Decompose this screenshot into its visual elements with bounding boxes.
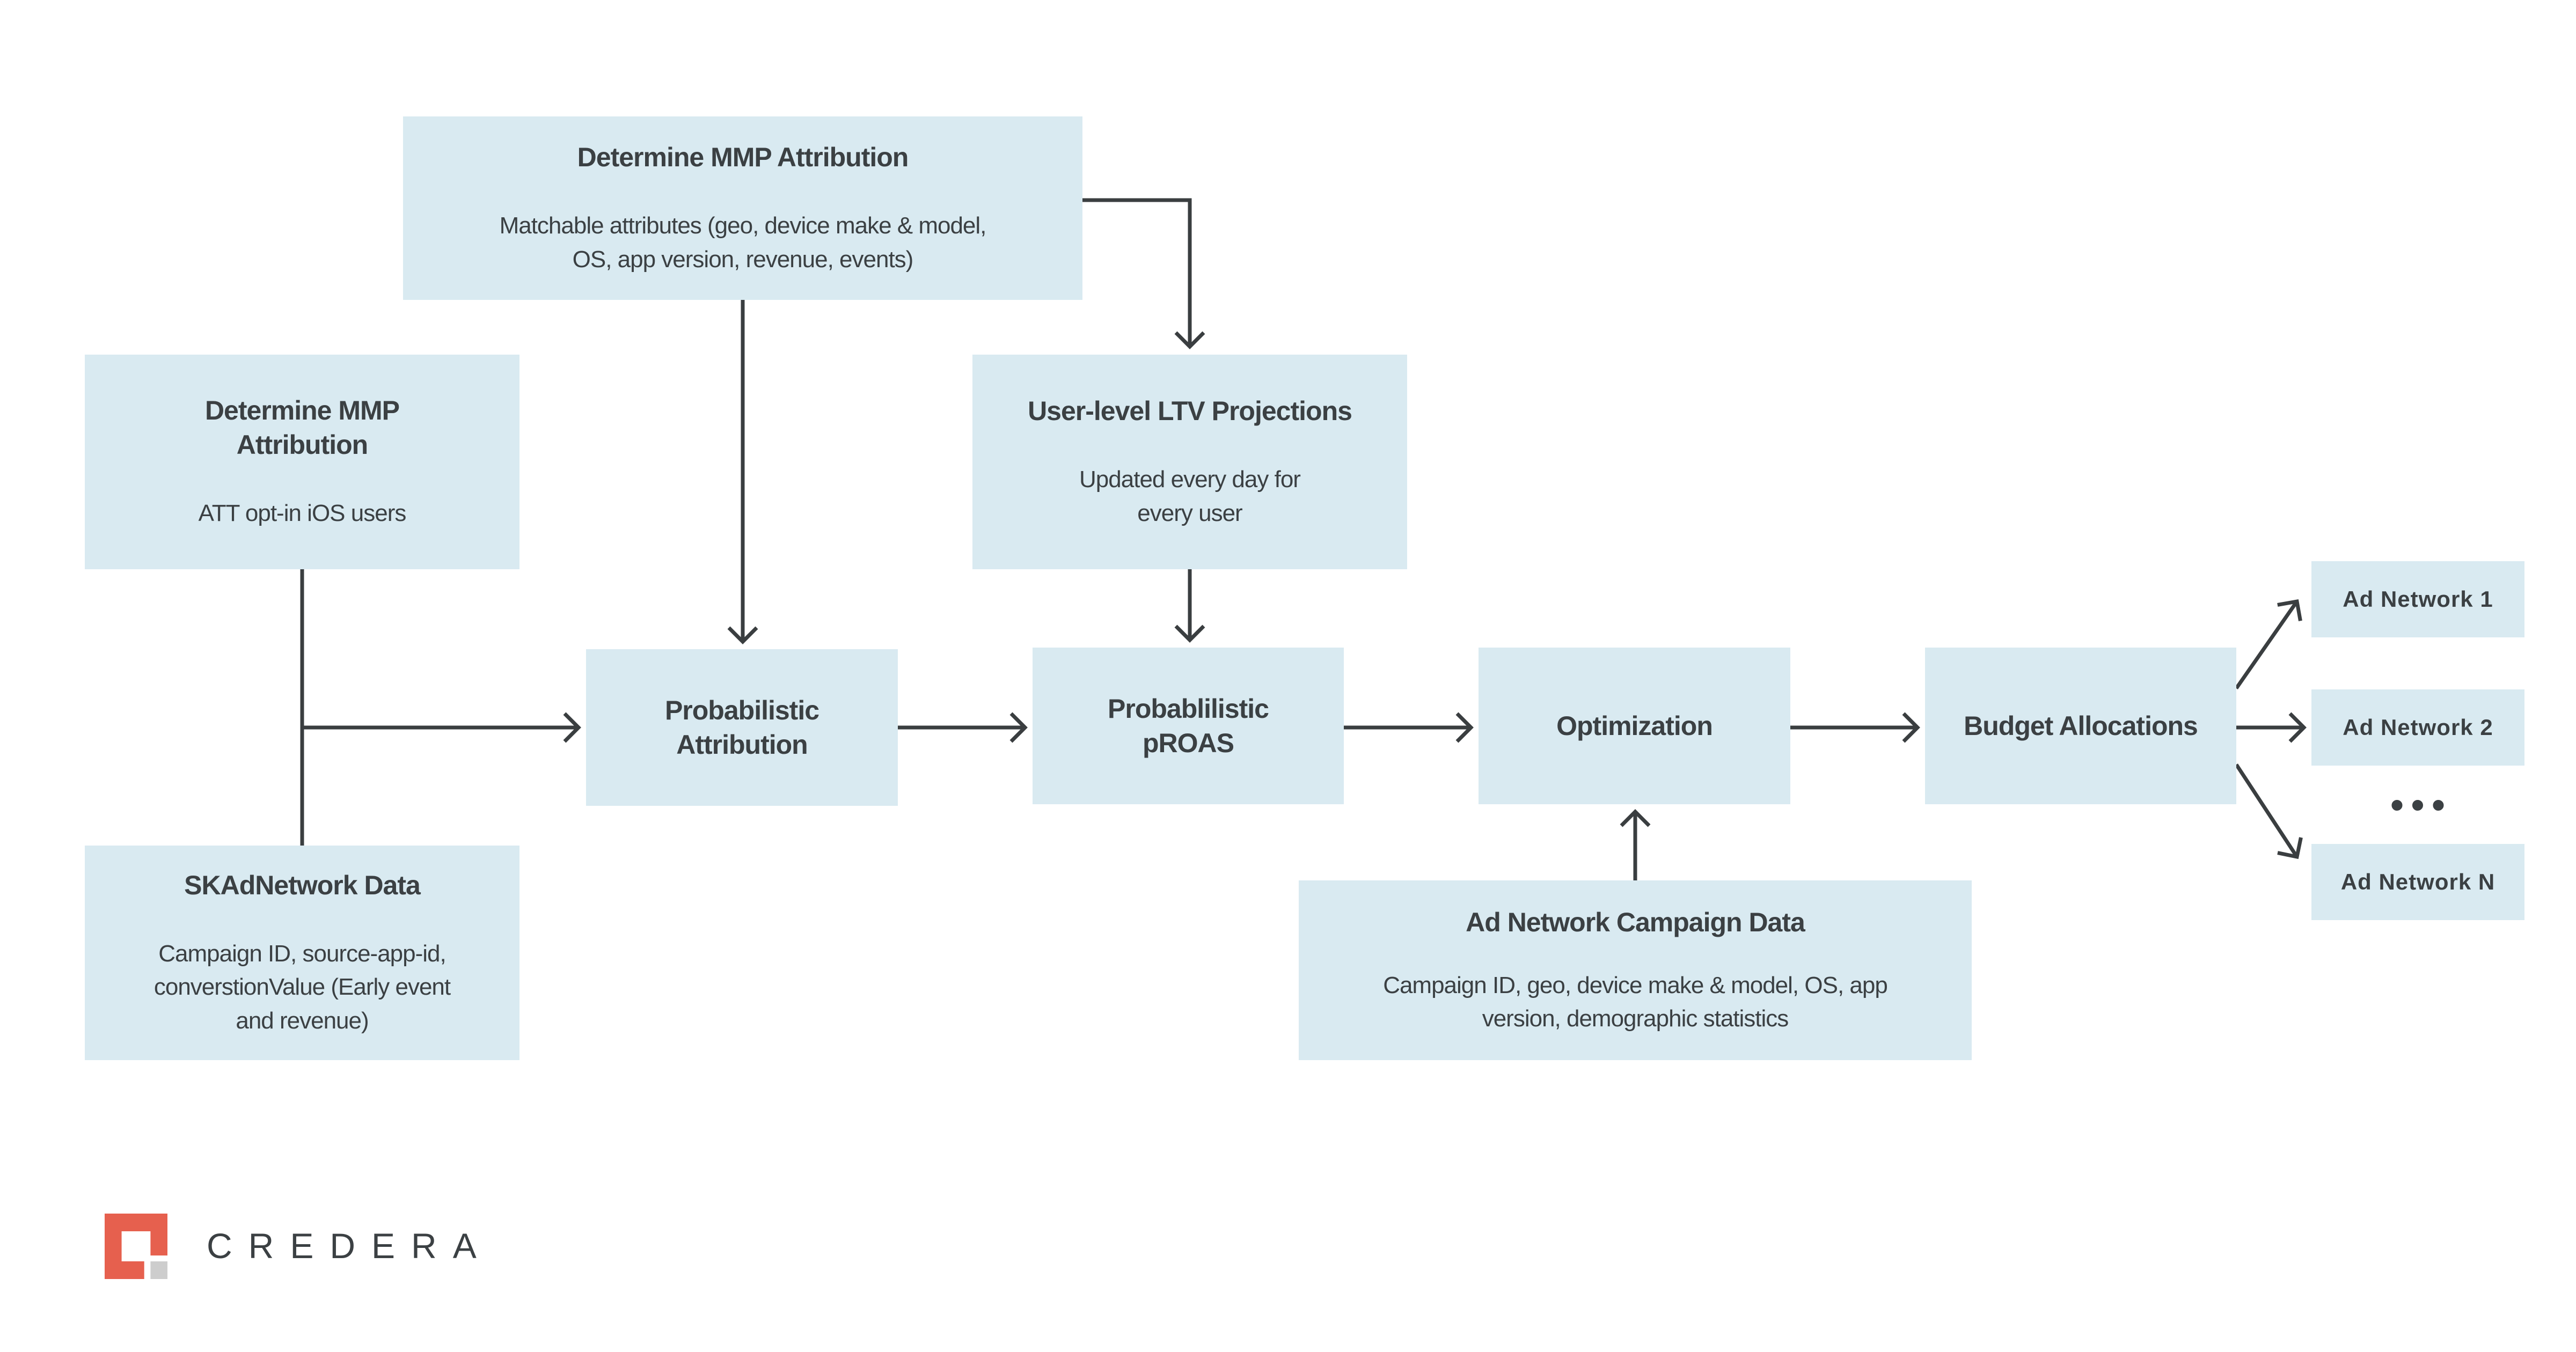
credera-logo-gray-square	[150, 1261, 167, 1279]
node-title: Probabilistic Attribution	[664, 695, 819, 760]
node-optimization: Optimization	[1479, 648, 1790, 804]
node-probabilistic-attribution: Probabilistic Attribution	[586, 649, 898, 806]
node-title: Probablilistic pROAS	[1108, 694, 1269, 758]
credera-wordmark: CREDERA	[207, 1226, 493, 1266]
node-title: Ad Network N	[2340, 869, 2496, 894]
node-title: SKAdNetwork Data	[184, 870, 421, 900]
node-skadnetwork-data: SKAdNetwork Data Campaign ID, source-app…	[85, 846, 519, 1060]
node-user-level-ltv-projections: User-level LTV Projections Updated every…	[972, 355, 1407, 569]
node-budget-allocations: Budget Allocations	[1925, 648, 2236, 804]
arrow-budget-to-adnet1	[2235, 599, 2302, 690]
node-subtitle: Updated every day for every user	[1079, 466, 1301, 526]
credera-logo-icon	[105, 1214, 167, 1279]
node-ad-network-n: Ad Network N	[2311, 844, 2524, 920]
arrow-topbox-to-ltv-elbow	[1082, 198, 1205, 349]
node-title: Ad Network 2	[2343, 715, 2493, 740]
node-title: Determine MMP Attribution	[204, 395, 400, 460]
node-title: Budget Allocations	[1964, 711, 2198, 741]
node-title: Optimization	[1556, 711, 1713, 741]
node-subtitle: ATT opt-in iOS users	[198, 500, 407, 527]
node-title: User-level LTV Projections	[1028, 396, 1352, 427]
node-subtitle: Matchable attributes (geo, device make &…	[499, 212, 987, 273]
node-ad-network-2: Ad Network 2	[2311, 689, 2524, 766]
node-determine-mmp-attribution-att: Determine MMP Attribution ATT opt-in iOS…	[85, 355, 519, 569]
arrow-budget-to-adnetN	[2235, 763, 2303, 859]
node-probabilistic-proas: Probablilistic pROAS	[1033, 648, 1344, 804]
ellipsis-dots-icon: •••	[2390, 784, 2453, 826]
node-ad-network-campaign-data: Ad Network Campaign Data Campaign ID, ge…	[1299, 880, 1972, 1060]
node-determine-mmp-attribution-matchable: Determine MMP Attribution Matchable attr…	[403, 116, 1082, 300]
credera-logo-coral-shape	[105, 1214, 167, 1279]
node-title: Determine MMP Attribution	[577, 142, 909, 173]
node-title: Ad Network 1	[2343, 586, 2493, 612]
node-title: Ad Network Campaign Data	[1466, 907, 1805, 937]
node-subtitle: Campaign ID, source-app-id, converstionV…	[153, 940, 451, 1034]
node-subtitle: Campaign ID, geo, device make & model, O…	[1383, 972, 1888, 1032]
node-ad-network-1: Ad Network 1	[2311, 561, 2524, 637]
